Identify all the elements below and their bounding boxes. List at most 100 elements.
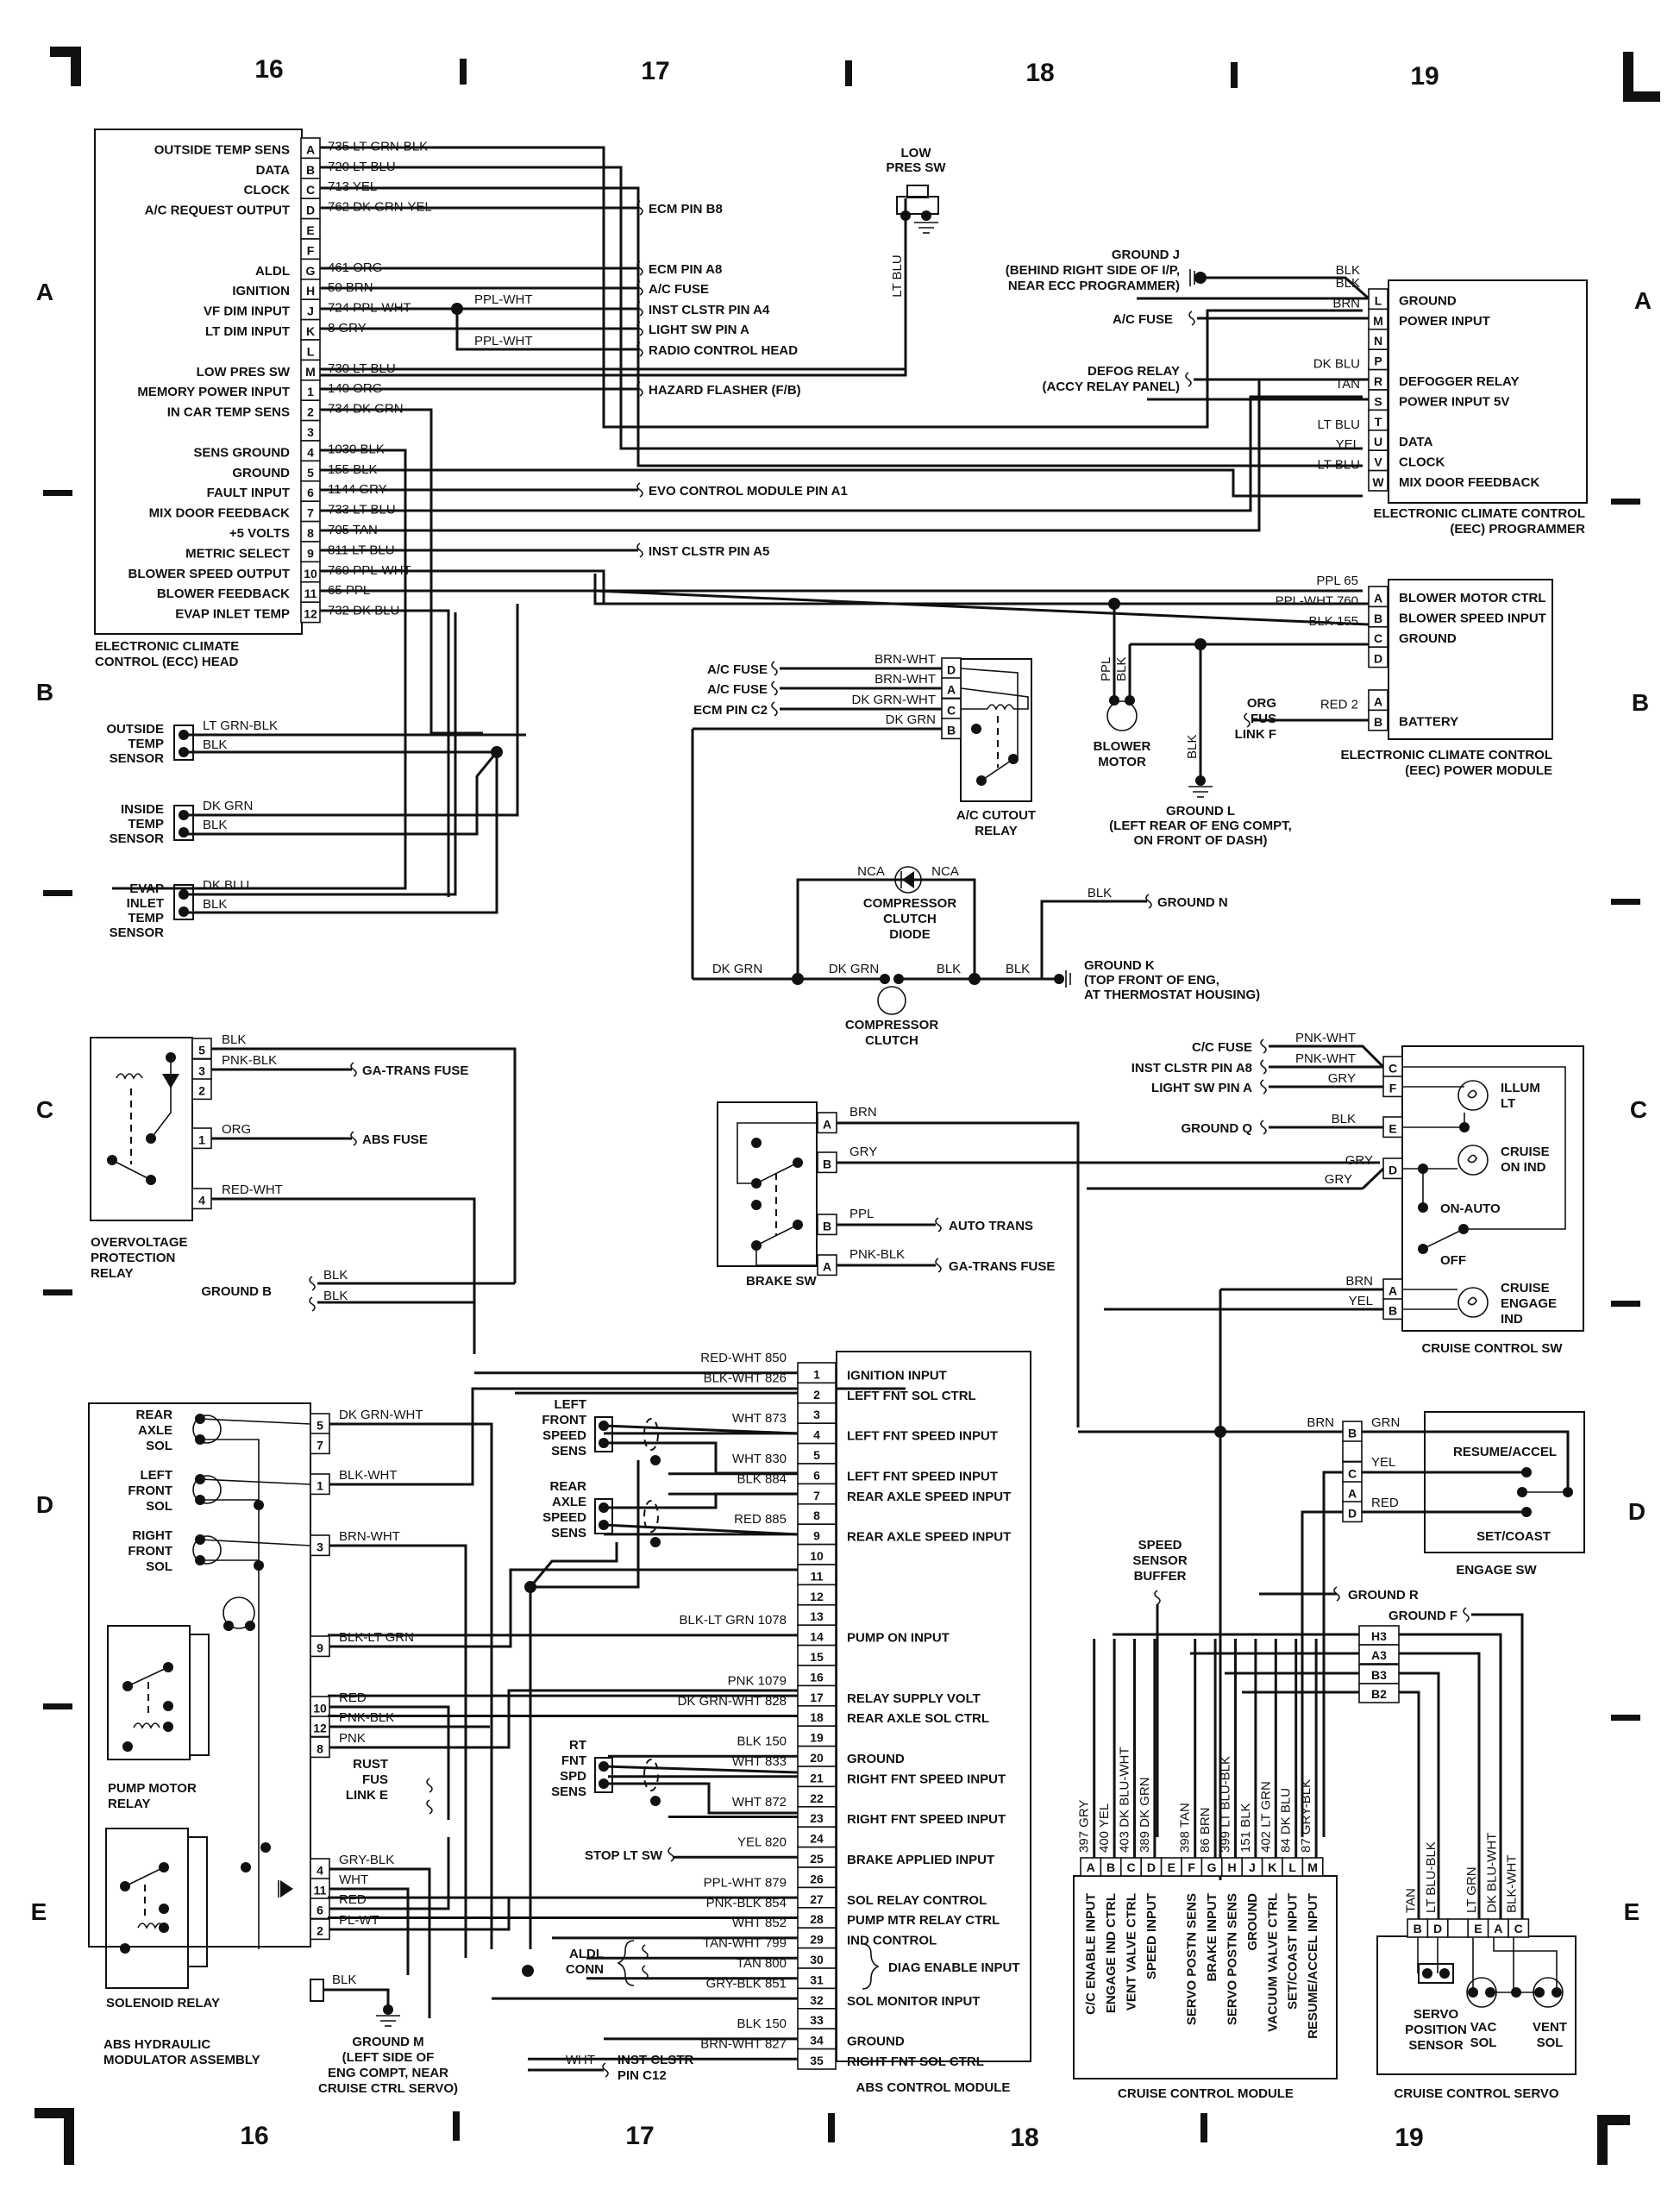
- rust-fuse-link-label: FUS: [362, 1772, 388, 1787]
- splice-dot: [650, 1455, 661, 1465]
- wire-label: BLK: [1114, 657, 1129, 681]
- column-divider: [1200, 2113, 1207, 2142]
- wire-label: BLK: [937, 962, 961, 976]
- ecc-pin-function: ALDL: [255, 264, 290, 279]
- ground-symbol-icon: [1188, 786, 1213, 798]
- internal-wire: [755, 1245, 818, 1266]
- brake-wire: [837, 1121, 1080, 1427]
- wire-label: RED 2: [1320, 697, 1358, 712]
- connector-tail-icon: [636, 482, 643, 498]
- connector-tail-icon: [1260, 1059, 1267, 1075]
- cruise-pin-function: VENT VALVE CTRL: [1125, 1893, 1139, 2010]
- relay-contact: [124, 1866, 165, 1887]
- ecc-pin-function: SENS GROUND: [193, 445, 290, 460]
- connector-tail-icon: [1154, 1590, 1161, 1605]
- pin-label: 2: [813, 1388, 820, 1402]
- shield-drain: [529, 1542, 618, 1588]
- column-label: 19: [1395, 2123, 1423, 2152]
- wire-label: BLK-LT GRN 1078: [679, 1613, 787, 1628]
- lamp-icon: [1457, 1287, 1489, 1318]
- solenoid-icon: [192, 1414, 222, 1444]
- pin-label: 2: [317, 1923, 323, 1937]
- splice-dot: [1195, 775, 1206, 786]
- ecc-pin-function: LT DIM INPUT: [205, 324, 290, 339]
- abs-pin-function: IGNITION INPUT: [847, 1368, 947, 1383]
- lamp-label: ENGAGE: [1501, 1296, 1557, 1311]
- ecc-pin-function: EVAP INLET TEMP: [175, 607, 290, 622]
- power-module-function: BLOWER SPEED INPUT: [1399, 611, 1546, 625]
- diode-icon: [280, 1880, 293, 1898]
- clutch-title: CLUTCH: [865, 1033, 918, 1048]
- connector-tail-icon: [350, 1062, 357, 1077]
- cruise-switch-title: CRUISE CONTROL SW: [1421, 1341, 1563, 1356]
- wire-label: WHT 872: [732, 1795, 787, 1810]
- inst-clstr-label: PIN C12: [617, 2068, 667, 2083]
- pin-label: 6: [317, 1903, 323, 1916]
- speed-sensor-connector: [594, 1498, 613, 1534]
- relay-wire: [211, 1047, 517, 1283]
- relay-coil-icon: [137, 1923, 165, 1929]
- ground-m-label: ENG COMPT, NEAR: [328, 2066, 448, 2080]
- power-module-title: (EEC) POWER MODULE: [1405, 763, 1552, 778]
- wire-label: BLK-WHT: [339, 1468, 398, 1483]
- pin-label: A: [306, 142, 315, 156]
- pin-label: H: [1227, 1860, 1236, 1874]
- pin-label: D: [1348, 1506, 1357, 1520]
- wire-label: BRN-WHT: [339, 1529, 400, 1544]
- wire-label: BLK: [222, 1032, 246, 1047]
- connector-pin: [1342, 1440, 1363, 1463]
- pin-label: 11: [314, 1883, 327, 1897]
- connector-tail-icon: [1260, 1079, 1267, 1095]
- pin-label: 24: [810, 1832, 824, 1846]
- shield-icon: [643, 1500, 659, 1533]
- abs-pin-function: PUMP MTR RELAY CTRL: [847, 1913, 1000, 1928]
- pin-label: 8: [317, 1741, 323, 1755]
- sensor-wire: [184, 752, 498, 914]
- wire-label: BRN: [1332, 296, 1360, 310]
- pin-label: L: [1375, 293, 1382, 307]
- connector-tail-icon: [309, 1296, 316, 1312]
- sensor-title: EVAP: [129, 881, 164, 896]
- speed-sensor-label: REAR: [549, 1479, 586, 1494]
- pin-label: F: [307, 243, 315, 257]
- diode-triangle: [902, 871, 914, 888]
- wire-label: BLK: [203, 897, 227, 912]
- splice-dot: [451, 303, 463, 315]
- solenoid-label: REAR: [135, 1408, 172, 1422]
- power-module-function: GROUND: [1399, 631, 1457, 646]
- sensor-wire: [184, 751, 498, 836]
- connector-tail-icon: [935, 1258, 942, 1273]
- pin-label: 9: [813, 1529, 820, 1543]
- rust-fuse-link-label: RUST: [353, 1757, 388, 1772]
- connector-tail-icon: [1463, 1607, 1470, 1622]
- ecc-pin-function: IGNITION: [232, 284, 290, 298]
- wire-label: BLK: [1336, 263, 1360, 278]
- column-label: 18: [1025, 59, 1054, 87]
- wire-label: 402 LT GRN: [1258, 1781, 1273, 1853]
- solenoid-label: SOL: [146, 1559, 172, 1574]
- pin-label: B: [1374, 612, 1382, 625]
- row-divider: [43, 1703, 72, 1709]
- splice-dot: [751, 1200, 762, 1210]
- pin-label: 33: [810, 2013, 824, 2027]
- connector-pin: [1368, 646, 1389, 668]
- cruise-pin-function: SET/COAST INPUT: [1286, 1893, 1301, 2010]
- ac-relay-title: RELAY: [975, 824, 1017, 838]
- abs-pin-function: LEFT FNT SPEED INPUT: [847, 1469, 998, 1484]
- ecc-pin-function: FAULT INPUT: [207, 486, 290, 500]
- cruise-wire: [1361, 1167, 1385, 1190]
- ovp-relay-box: [90, 1037, 193, 1221]
- abs-pin-function: RIGHT FNT SPEED INPUT: [847, 1772, 1006, 1786]
- abs-wire: [329, 1422, 493, 1949]
- pin-label: B: [1389, 1303, 1397, 1317]
- connector-tail-icon: [636, 301, 643, 317]
- pin-label: 18: [810, 1710, 824, 1724]
- abs-module-wire: [603, 1765, 799, 1774]
- blower-wire: [594, 589, 1370, 626]
- splice-dot: [179, 827, 189, 837]
- wire-label: BLK: [332, 1973, 356, 1987]
- wire-label: BLK-WHT 826: [704, 1371, 787, 1385]
- pin-label: B: [823, 1157, 831, 1170]
